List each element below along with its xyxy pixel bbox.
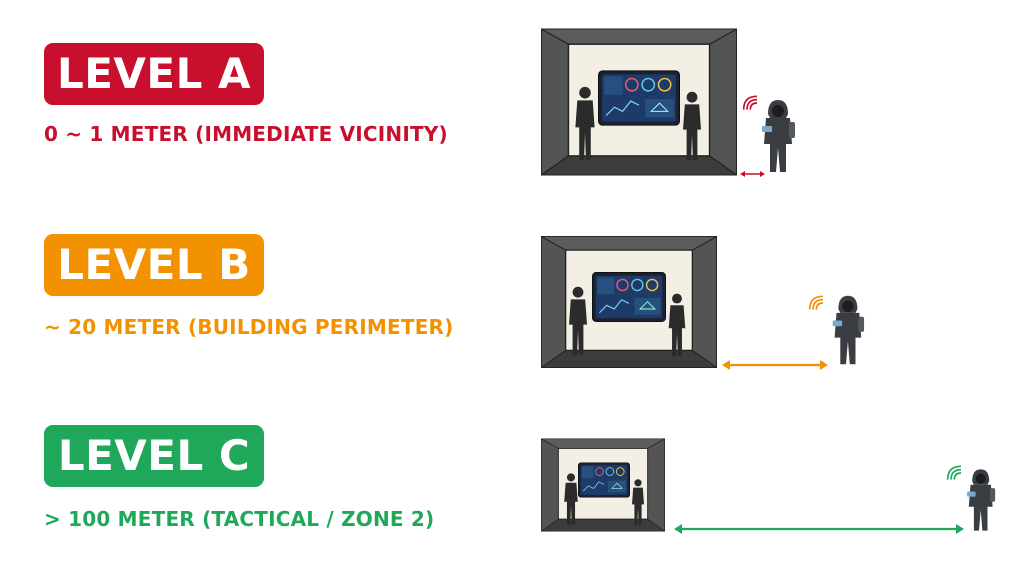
level-a-badge: LEVEL A [44, 43, 264, 105]
level-b-scene [541, 235, 865, 370]
level-b-hacker [832, 295, 865, 365]
level-c-scene [541, 438, 996, 534]
level-b-description: ~ 20 METER (BUILDING PERIMETER) [44, 315, 454, 339]
level-a-description: 0 ~ 1 METER (IMMEDIATE VICINITY) [44, 122, 448, 146]
level-c-dashboard-screen [578, 462, 630, 498]
level-a-signal-icon [742, 95, 758, 111]
level-a-hacker [762, 100, 795, 172]
level-a-scene [541, 28, 795, 177]
level-c-hacker [967, 469, 996, 531]
level-b-signal-icon [808, 295, 824, 311]
level-b-badge: LEVEL B [44, 234, 264, 296]
level-c-description: > 100 METER (TACTICAL / ZONE 2) [44, 507, 435, 531]
level-b-dashboard-screen [592, 271, 666, 323]
level-c-signal-icon [946, 465, 962, 481]
level-a-dashboard-screen [598, 70, 680, 126]
level-c-badge: LEVEL C [44, 425, 264, 487]
